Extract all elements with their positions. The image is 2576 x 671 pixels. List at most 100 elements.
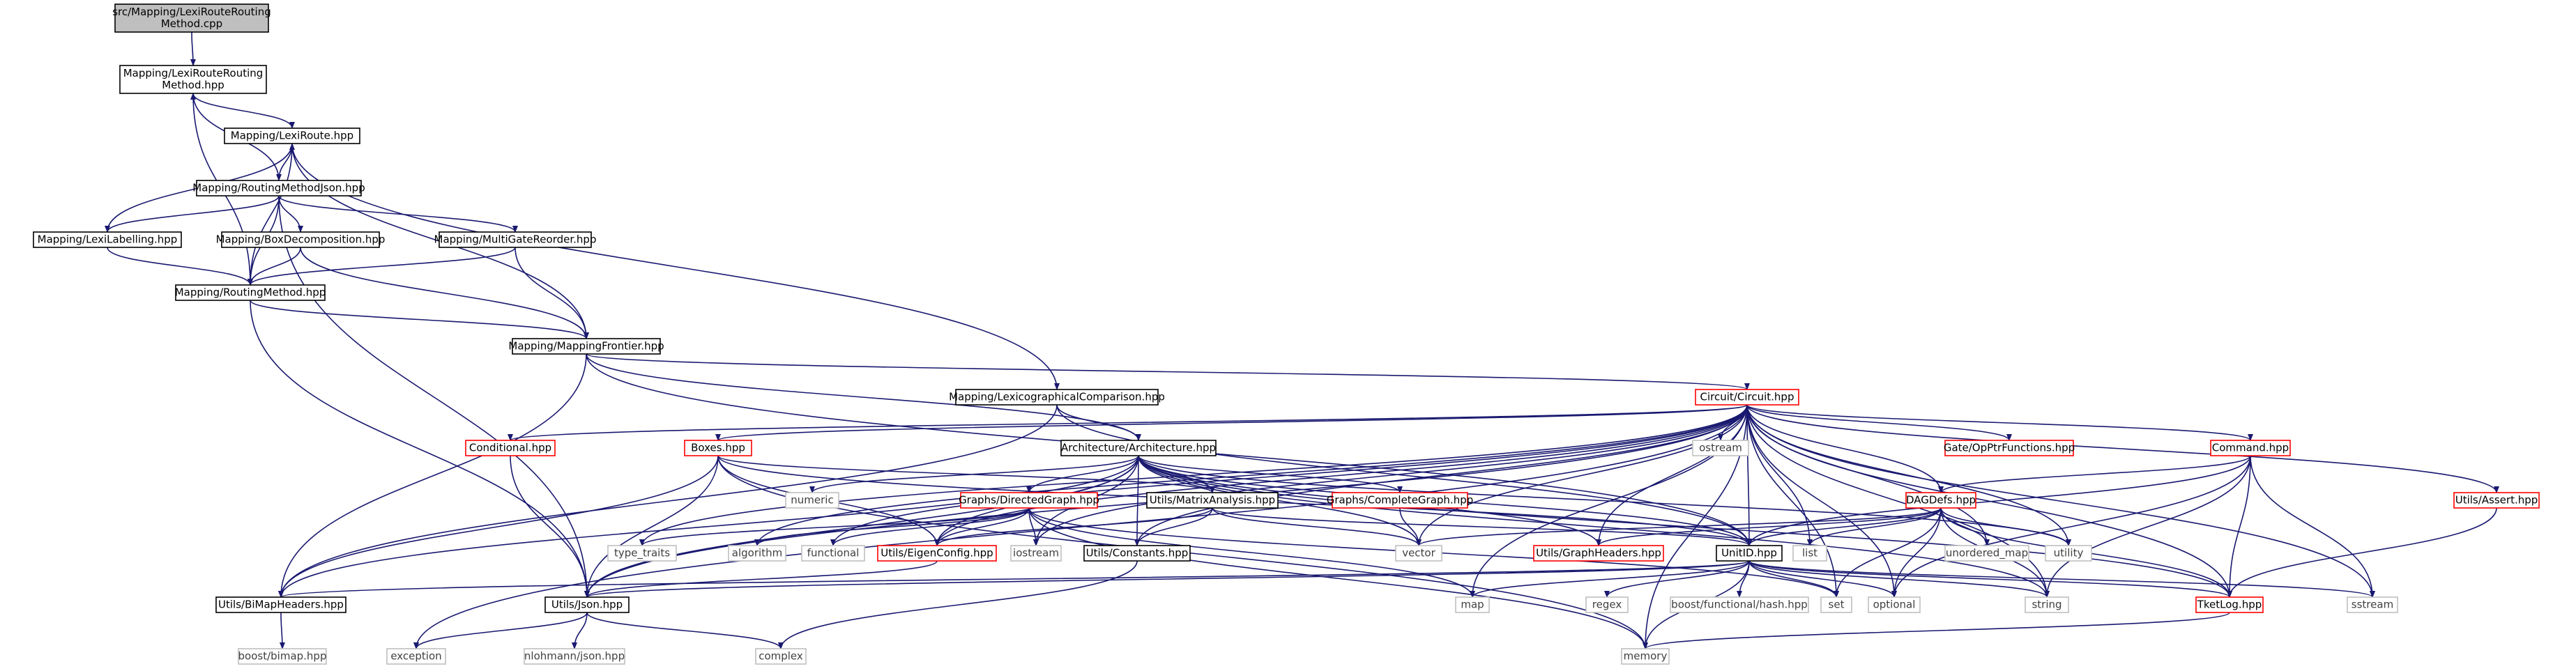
node-regex-label: regex [1592,599,1622,611]
edge-rmjson-to-lexilabel [105,195,280,233]
edge-circuit-to-set [1746,404,1839,598]
edge-circuit-to-sstream [1746,404,2375,598]
node-bimap-label: Utils/BiMapHeaders.hpp [218,599,344,611]
edge-arch-to-constants [1134,455,1141,546]
edge-unitid-to-sstream [1748,560,2375,598]
node-bimap-box [215,596,346,613]
edge-circuit-to-dagdefs [1746,404,1944,493]
edge-command-to-dagdefs [1938,455,2251,493]
node-functional: functional [801,545,865,562]
node-root-label: Method.cpp [161,17,222,30]
node-multigate-label: Mapping/MultiGateReorder.hpp [434,233,597,246]
node-lexicomp[interactable]: Mapping/LexicographicalComparison.hpp [949,389,1165,406]
node-list-label: list [1802,547,1817,560]
edge-unitid-to-map [1470,560,1750,598]
edge-dagdefs-to-list [1807,507,1942,546]
node-boxes[interactable]: Boxes.hpp [684,440,752,456]
edge-dagdefs-to-set [1834,507,1942,598]
node-map: map [1455,596,1490,613]
edge-routingmethod-to-frontier [250,300,589,339]
node-constants[interactable]: Utils/Constants.hpp [1083,545,1191,562]
node-lexiroute[interactable]: Mapping/LexiRoute.hpp [224,128,360,144]
node-graphheaders[interactable]: Utils/GraphHeaders.hpp [1533,545,1664,562]
node-numeric-label: numeric [791,494,833,507]
node-vector-label: vector [1402,547,1435,560]
node-conditional[interactable]: Conditional.hpp [465,440,556,456]
node-completegraph[interactable]: Graphs/CompleteGraph.hpp [1327,492,1474,509]
node-functional-label: functional [807,547,860,560]
node-set-box [1820,596,1852,613]
node-command[interactable]: Command.hpp [2210,440,2291,456]
node-sstream: sstream [2347,596,2398,613]
node-iostream-box [1010,545,1062,562]
node-circuit[interactable]: Circuit/Circuit.hpp [1695,389,1799,406]
edge-directedgraph-to-eigenconfig [934,507,1030,546]
edge-eigenconfig-to-json [584,560,938,598]
edge-matrixanalysis-to-eigenconfig [934,507,1213,546]
node-frontier-box [512,338,661,355]
node-unitid[interactable]: UnitID.hpp [1716,545,1783,562]
node-lexilabel[interactable]: Mapping/LexiLabelling.hpp [33,231,182,248]
node-optional-label: optional [1873,599,1916,611]
node-eigenconfig[interactable]: Utils/EigenConfig.hpp [877,545,997,562]
edge-circuit-to-list [1746,404,1813,546]
node-lexiroute-box [224,128,360,144]
node-bimap[interactable]: Utils/BiMapHeaders.hpp [215,596,346,613]
edge-unitid-to-bimap [278,560,1750,598]
node-boosthash-box [1670,596,1809,613]
node-directedgraph[interactable]: Graphs/DirectedGraph.hpp [959,492,1099,509]
edge-matrixanalysis-to-constants [1134,507,1213,546]
node-boxdecomp[interactable]: Mapping/BoxDecomposition.hpp [216,231,386,248]
node-graphheaders-box [1533,545,1664,562]
node-optional-box [1868,596,1921,613]
edge-conditional-to-json [510,455,590,598]
edge-circuit-to-boxes [715,404,1748,441]
edge-circuit-to-conditional [508,404,1748,441]
node-dagdefs[interactable]: DAGDefs.hpp [1905,492,1976,509]
node-set: set [1820,596,1852,613]
node-list: list [1792,545,1827,562]
node-multigate[interactable]: Mapping/MultiGateReorder.hpp [434,231,597,248]
edge-dagdefs-to-graphheaders [1596,507,1942,546]
node-matrixanalysis-box [1146,492,1279,509]
edge-lexilabel-to-routingmethod [107,247,253,286]
node-matrixanalysis[interactable]: Utils/MatrixAnalysis.hpp [1146,492,1279,509]
node-arch-box [1060,440,1217,456]
node-matrixanalysis-label: Utils/MatrixAnalysis.hpp [1150,494,1275,507]
node-completegraph-box [1332,492,1468,509]
node-json[interactable]: Utils/Json.hpp [544,596,630,613]
edge-lrrm_hpp-to-lexiroute [192,93,295,129]
node-assert[interactable]: Utils/Assert.hpp [2453,492,2540,509]
node-frontier-label: Mapping/MappingFrontier.hpp [508,340,664,353]
node-circuit-box [1695,389,1799,406]
node-functional-box [801,545,865,562]
edge-routingmethod-to-json [250,300,590,598]
node-string-box [2025,596,2069,613]
node-rmjson[interactable]: Mapping/RoutingMethodJson.hpp [192,180,365,196]
node-boostbimap: boost/bimap.hpp [238,648,327,665]
edge-circuit-to-algorithm [754,404,1748,546]
edge-unitid-to-regex [1604,560,1750,598]
edge-rmjson-to-boxdecomp [278,195,303,233]
edge-unitid-to-json [584,560,1750,598]
node-frontier[interactable]: Mapping/MappingFrontier.hpp [508,338,664,355]
node-arch[interactable]: Architecture/Architecture.hpp [1060,440,1217,456]
node-gateop[interactable]: Gate/OpPtrFunctions.hpp [1944,440,2075,456]
node-root-box [114,3,269,33]
edge-circuit-to-string [1746,404,2050,598]
dependency-nodes: src/Mapping/LexiRouteRoutingMethod.cppMa… [33,3,2540,665]
edge-circuit-to-eigenconfig [934,404,1748,546]
node-tketlog[interactable]: TketLog.hpp [2195,596,2264,613]
node-boxes-label: Boxes.hpp [691,442,745,454]
node-routingmethod[interactable]: Mapping/RoutingMethod.hpp [175,284,326,301]
node-directedgraph-label: Graphs/DirectedGraph.hpp [959,494,1099,507]
node-multigate-box [439,231,592,248]
node-conditional-box [465,440,556,456]
node-lrrm_hpp-label: Mapping/LexiRouteRouting [123,67,264,79]
node-unorderedmap-label: unordered_map [1946,547,2028,560]
node-json-label: Utils/Json.hpp [551,599,623,611]
edge-circuit-to-gateop [1746,404,2012,441]
node-constants-box [1083,545,1191,562]
